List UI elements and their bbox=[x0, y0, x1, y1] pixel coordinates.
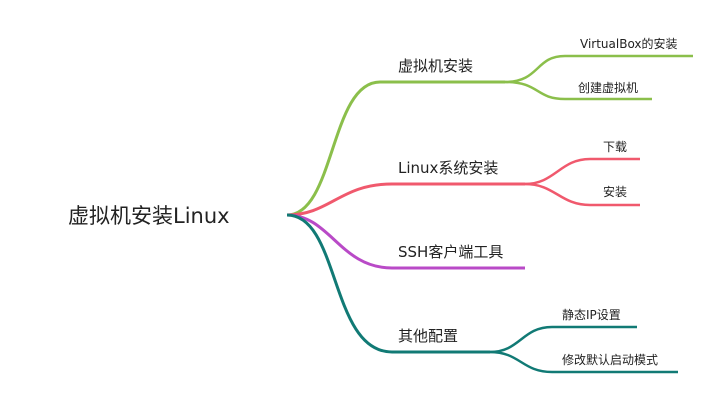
branch-ssh-tools: SSH客户端工具 bbox=[398, 243, 503, 261]
root-topic: 虚拟机安装Linux bbox=[68, 204, 230, 228]
branch-vm-install: 虚拟机安装 bbox=[398, 57, 473, 75]
connector-root-to-ssh-tools bbox=[286, 213, 393, 270]
leaf-download: 下载 bbox=[603, 140, 627, 154]
connector-root-to-linux-install bbox=[286, 182, 393, 217]
connector-static-ip bbox=[489, 325, 637, 354]
leaf-install: 安装 bbox=[603, 184, 627, 199]
connector-root-to-other-config bbox=[286, 213, 393, 354]
leaf-create-vm: 创建虚拟机 bbox=[578, 81, 638, 95]
connector-root-to-vm-install bbox=[286, 80, 392, 217]
branch-other-config: 其他配置 bbox=[398, 327, 458, 345]
connector-default-boot-mode bbox=[489, 350, 678, 374]
connector-create-vm bbox=[504, 80, 652, 101]
leaf-default-boot-mode: 修改默认启动模式 bbox=[562, 352, 658, 367]
connector-download bbox=[524, 157, 640, 186]
branch-linux-install: Linux系统安装 bbox=[398, 159, 498, 177]
connector-virtualbox-install bbox=[504, 54, 693, 84]
leaf-static-ip: 静态IP设置 bbox=[562, 308, 621, 322]
connector-install bbox=[524, 182, 640, 207]
leaf-virtualbox-install: VirtualBox的安装 bbox=[580, 36, 678, 51]
